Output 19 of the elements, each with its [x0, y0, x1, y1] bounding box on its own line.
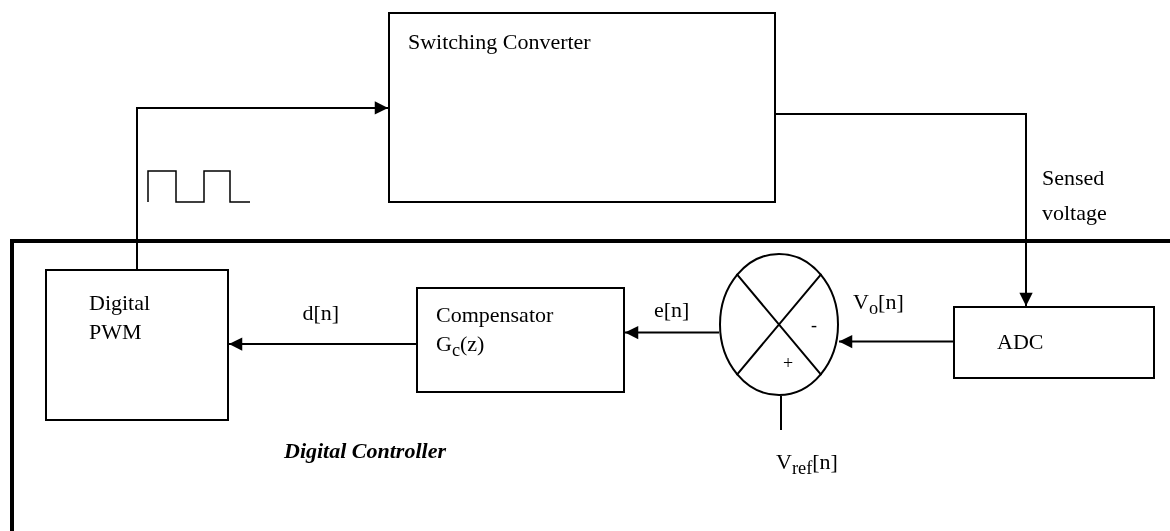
process-box	[416, 287, 625, 393]
process-box	[45, 269, 229, 421]
sign-label: -	[811, 316, 817, 334]
connector-line	[780, 395, 782, 431]
arrow	[136, 101, 389, 270]
sign-label: +	[783, 354, 794, 372]
signal-label: V$_{ref}$[n]	[776, 448, 838, 482]
arrow	[624, 325, 720, 340]
process-box	[388, 12, 776, 203]
summing-junction	[719, 253, 839, 396]
block-label: ADC	[997, 328, 1044, 356]
block-label: Switching Converter	[408, 28, 591, 56]
group-title: Digital Controller	[284, 437, 446, 465]
block-label: Digital PWM	[89, 289, 152, 346]
arrow	[838, 334, 954, 349]
arrow	[775, 113, 1033, 307]
process-box	[953, 306, 1155, 379]
block-label: Compensator G$_{c}$(z)	[436, 301, 555, 362]
arrow	[228, 337, 417, 351]
